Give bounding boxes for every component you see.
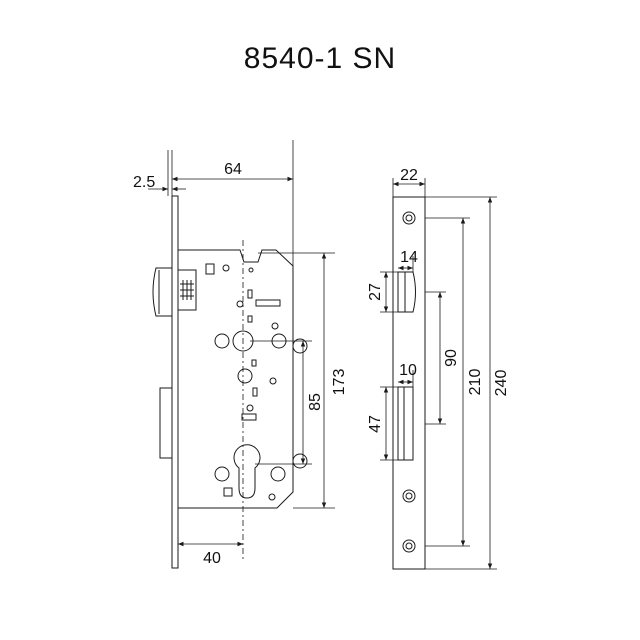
faceplate-front: [392, 196, 426, 570]
side-view: [392, 196, 426, 570]
label-85: 85: [307, 393, 324, 411]
label-27: 27: [367, 283, 384, 301]
label-14: 14: [400, 249, 418, 266]
front-view-dimensions: [148, 176, 327, 547]
label-22: 22: [400, 167, 418, 184]
drawing-title: 8540-1 SN: [243, 42, 397, 75]
latch-bolt: [152, 267, 172, 317]
label-173: 173: [331, 369, 348, 396]
label-90: 90: [443, 349, 460, 367]
deadbolt-face: [397, 386, 414, 461]
front-view: [152, 195, 308, 569]
latch-face: [397, 271, 416, 313]
label-47: 47: [367, 415, 384, 433]
label-240: 240: [493, 370, 510, 397]
label-2-5: 2.5: [133, 174, 155, 191]
side-view-dimensions: [383, 181, 493, 569]
dead-bolt: [159, 387, 173, 459]
label-10: 10: [399, 362, 417, 379]
faceplate-edge: [171, 195, 179, 569]
side-view-lines: [380, 178, 497, 570]
label-40: 40: [203, 550, 221, 567]
label-210: 210: [467, 369, 484, 396]
cylinder-hole: [233, 444, 261, 499]
label-64: 64: [224, 161, 242, 178]
